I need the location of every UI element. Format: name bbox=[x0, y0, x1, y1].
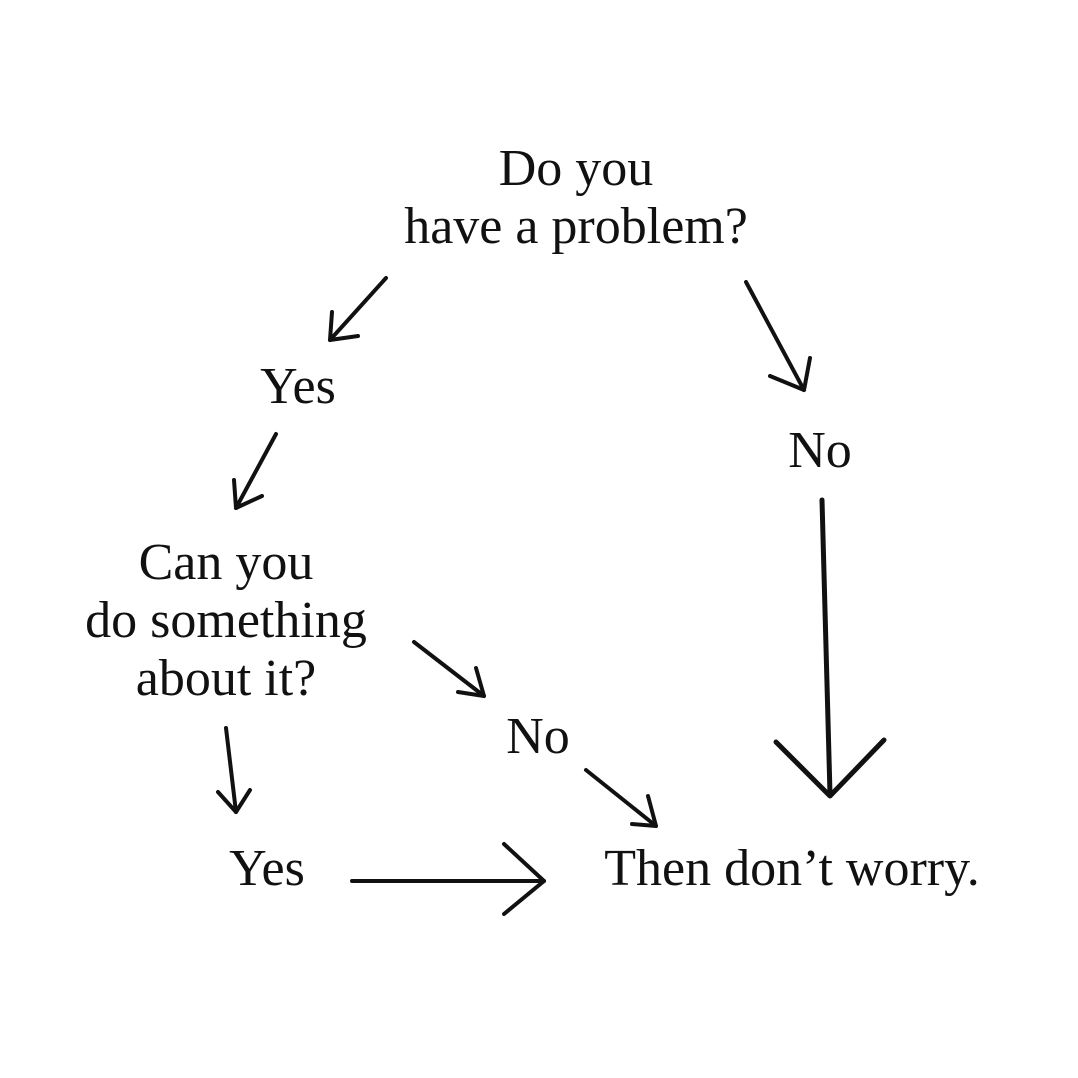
arrow-no-long-to-conclusion bbox=[773, 497, 887, 799]
conclusion: Then don’t worry. bbox=[604, 840, 980, 897]
arrow-problem-to-no bbox=[744, 280, 812, 392]
action-question-line-2: do something bbox=[85, 592, 367, 649]
arrow-yes-to-conclusion bbox=[350, 842, 546, 916]
problem-question-line-2: have a problem? bbox=[404, 198, 748, 255]
yes-answer-2: Yes bbox=[229, 840, 305, 897]
no-answer-1: No bbox=[788, 422, 852, 479]
problem-question: Do you have a problem? bbox=[404, 140, 748, 256]
arrow-action-to-no bbox=[412, 640, 486, 698]
arrow-action-to-yes bbox=[216, 726, 252, 814]
arrow-problem-to-yes bbox=[328, 276, 388, 342]
action-question: Can you do something about it? bbox=[85, 534, 367, 708]
no-answer-2: No bbox=[506, 708, 570, 765]
problem-question-line-1: Do you bbox=[498, 140, 654, 197]
arrow-yes-to-action-question bbox=[232, 432, 278, 510]
action-question-line-3: about it? bbox=[135, 650, 317, 707]
yes-answer-1: Yes bbox=[260, 358, 336, 415]
action-question-line-1: Can you bbox=[138, 534, 314, 591]
arrow-no-to-conclusion bbox=[584, 768, 658, 828]
